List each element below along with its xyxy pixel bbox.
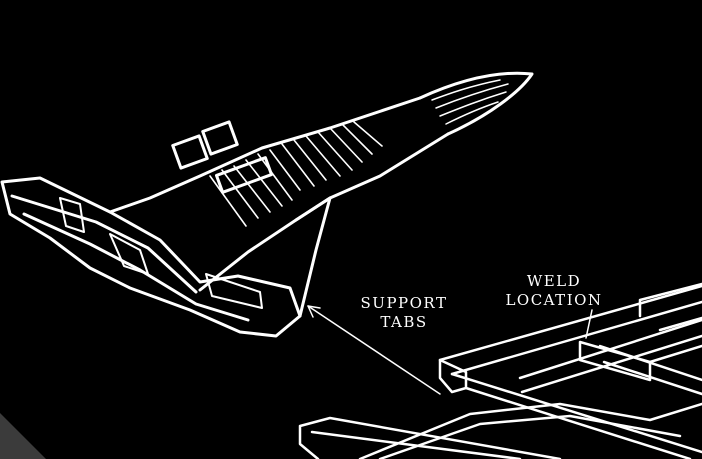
frame-left-post — [438, 358, 468, 394]
carriage-outline — [0, 176, 302, 338]
weld-location-label-line1: WELD — [526, 272, 582, 290]
frame-top-rail — [438, 284, 702, 376]
support-tabs-leader-line — [307, 305, 441, 395]
launch-carriage — [0, 176, 332, 338]
support-tabs-label-line2: TABS — [380, 313, 428, 331]
frame-left-leg — [298, 416, 562, 459]
support-tabs-arrowhead — [307, 305, 321, 318]
missile-nose-cone — [418, 71, 534, 136]
weld-location-label-line2: LOCATION — [505, 291, 603, 309]
missile-hatching — [209, 121, 383, 227]
mount-bracket — [214, 156, 274, 194]
support-tabs-label-line1: SUPPORT — [360, 294, 448, 312]
support-tabs-label: SUPPORT TABS — [346, 294, 462, 332]
mount-block-left — [171, 134, 209, 170]
carriage-rail-upper — [10, 194, 198, 294]
missile-body — [108, 71, 534, 292]
carriage-detail — [59, 197, 263, 309]
missile-nose-texture — [431, 79, 509, 125]
carriage-rail-lower — [22, 212, 250, 322]
missile-upper-outline — [108, 96, 422, 214]
weld-location-leader-line — [585, 309, 593, 339]
frame-inner-rail — [518, 318, 702, 396]
frame-cross-member — [578, 340, 702, 382]
base-frame — [298, 282, 702, 459]
corner-fold — [0, 413, 46, 459]
carriage-fin — [294, 196, 332, 318]
missile-mount-blocks — [171, 120, 274, 194]
mount-block-right — [201, 120, 239, 156]
frame-front-rail — [450, 372, 702, 459]
frame-lower-rail — [358, 402, 702, 459]
weld-location-label: WELD LOCATION — [492, 272, 616, 310]
frame-right-panel — [638, 282, 702, 332]
